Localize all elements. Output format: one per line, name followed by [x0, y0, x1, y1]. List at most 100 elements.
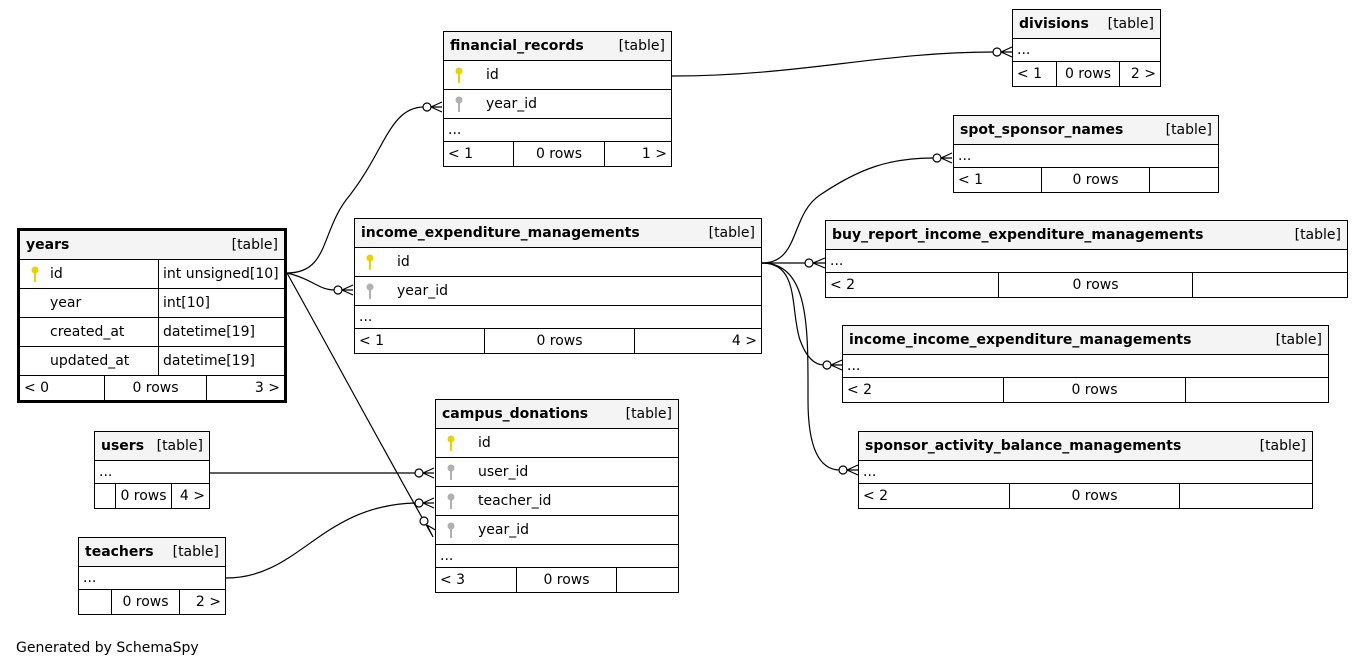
table-name: income_income_expenditure_managements — [849, 332, 1192, 348]
table-financial-records[interactable]: financial_records[table] id year_id ... … — [443, 31, 672, 167]
column-row[interactable]: year int[10] — [20, 289, 284, 318]
column-name: id — [397, 254, 410, 270]
row-count: 0 rows — [516, 568, 616, 592]
table-type: [table] — [231, 237, 278, 253]
parents-link[interactable]: < 3 — [440, 572, 466, 588]
children-link[interactable]: 2 > — [1119, 62, 1160, 86]
column-row[interactable]: created_at datetime[19] — [20, 318, 284, 347]
row-count: 0 rows — [513, 142, 604, 166]
primary-key-icon — [447, 435, 455, 451]
column-name: id — [50, 266, 63, 282]
table-sponsor-activity-balance-managements[interactable]: sponsor_activity_balance_managements[tab… — [858, 431, 1313, 509]
table-users[interactable]: users[table] ... 0 rows 4 > — [94, 431, 210, 509]
generated-by-credit: Generated by SchemaSpy — [16, 640, 199, 656]
table-header: teachers[table] — [79, 538, 225, 567]
row-count: 0 rows — [1041, 168, 1149, 192]
edge-iem-sponsor-activity — [761, 262, 841, 471]
table-spot-sponsor-names[interactable]: spot_sponsor_names[table] ... < 1 0 rows — [953, 115, 1219, 193]
table-name: spot_sponsor_names — [960, 122, 1124, 138]
table-type: [table] — [1107, 16, 1154, 32]
table-type: [table] — [1165, 122, 1212, 138]
table-footer: 0 rows 2 > — [79, 590, 225, 614]
column-name: user_id — [478, 464, 529, 480]
table-teachers[interactable]: teachers[table] ... 0 rows 2 > — [78, 537, 226, 615]
row-count: 0 rows — [104, 376, 206, 400]
parents-link[interactable]: < 1 — [958, 172, 984, 188]
parents-link[interactable]: < 2 — [847, 382, 873, 398]
table-footer: < 1 0 rows 2 > — [1013, 62, 1160, 86]
parents-link[interactable]: < 1 — [1017, 66, 1043, 82]
edge-iem-spot-sponsor — [761, 157, 935, 264]
column-row[interactable]: year_id — [436, 516, 678, 545]
children-link[interactable]: 1 > — [604, 142, 671, 166]
parents-link[interactable]: < 2 — [830, 277, 856, 293]
children-link[interactable] — [1192, 273, 1347, 297]
column-row[interactable]: id — [444, 61, 671, 90]
foreign-key-icon — [447, 493, 455, 509]
column-row[interactable]: teacher_id — [436, 487, 678, 516]
column-type: datetime[19] — [158, 318, 255, 346]
table-header: financial_records[table] — [444, 32, 671, 61]
table-footer: < 1 0 rows 1 > — [444, 142, 671, 166]
table-type: [table] — [1259, 438, 1306, 454]
zero-marker — [804, 258, 814, 268]
children-link[interactable]: 4 > — [171, 484, 209, 508]
table-divisions[interactable]: divisions[table] ... < 1 0 rows 2 > — [1012, 9, 1161, 87]
table-footer: < 2 0 rows — [826, 273, 1347, 297]
parents-link[interactable]: < 0 — [24, 380, 50, 396]
children-link[interactable]: 2 > — [179, 590, 225, 614]
parents-link[interactable]: < 1 — [359, 333, 385, 349]
table-income-income-expenditure-managements[interactable]: income_income_expenditure_managements [ta… — [842, 325, 1329, 403]
column-row[interactable]: id — [355, 248, 761, 277]
table-name: teachers — [85, 544, 154, 560]
table-years[interactable]: years [table] id int unsigned[10] year in… — [17, 228, 287, 403]
table-campus-donations[interactable]: campus_donations[table] id user_id teach… — [435, 399, 679, 593]
edge-iem-income-income — [761, 262, 825, 366]
foreign-key-icon — [447, 464, 455, 480]
table-income-expenditure-managements[interactable]: income_expenditure_managements[table] id… — [354, 218, 762, 354]
children-link[interactable]: 4 > — [634, 329, 761, 353]
edge-years-financial-records — [286, 106, 425, 274]
table-type: [table] — [708, 225, 755, 241]
table-name: years — [26, 237, 70, 253]
more-columns: ... — [79, 567, 225, 590]
table-footer: < 1 0 rows — [954, 168, 1218, 192]
children-link[interactable] — [1179, 484, 1312, 508]
zero-marker — [838, 465, 848, 475]
column-row[interactable]: id int unsigned[10] — [20, 260, 284, 289]
column-row[interactable]: updated_at datetime[19] — [20, 347, 284, 376]
table-header: users[table] — [95, 432, 209, 461]
table-footer: < 2 0 rows — [859, 484, 1312, 508]
children-link[interactable] — [1185, 378, 1328, 402]
column-name: updated_at — [50, 353, 130, 369]
column-name: id — [486, 67, 499, 83]
parents-link[interactable] — [79, 590, 111, 614]
column-row[interactable]: id — [436, 429, 678, 458]
table-type: [table] — [1275, 332, 1322, 348]
more-columns: ... — [444, 119, 671, 142]
column-type: int unsigned[10] — [158, 260, 279, 288]
zero-marker — [422, 102, 432, 112]
children-link[interactable] — [616, 568, 678, 592]
more-columns: ... — [859, 461, 1312, 484]
parents-link[interactable]: < 1 — [448, 146, 474, 162]
column-row[interactable]: year_id — [355, 277, 761, 306]
column-name: teacher_id — [478, 493, 552, 509]
crowfoot-marker — [422, 467, 435, 479]
children-link[interactable]: 3 > — [206, 376, 284, 400]
column-row[interactable]: user_id — [436, 458, 678, 487]
crowfoot-marker — [812, 257, 826, 269]
primary-key-icon — [366, 254, 374, 270]
zero-marker — [822, 360, 832, 370]
more-columns: ... — [355, 306, 761, 329]
children-link[interactable] — [1149, 168, 1218, 192]
column-row[interactable]: year_id — [444, 90, 671, 119]
crowfoot-marker — [940, 152, 953, 164]
parents-link[interactable] — [95, 484, 115, 508]
parents-link[interactable]: < 2 — [863, 488, 889, 504]
table-buy-report-income-expenditure-managements[interactable]: buy_report_income_expenditure_management… — [825, 220, 1348, 298]
zero-marker — [414, 468, 424, 478]
table-footer: < 1 0 rows 4 > — [355, 329, 761, 353]
row-count: 0 rows — [1056, 62, 1119, 86]
